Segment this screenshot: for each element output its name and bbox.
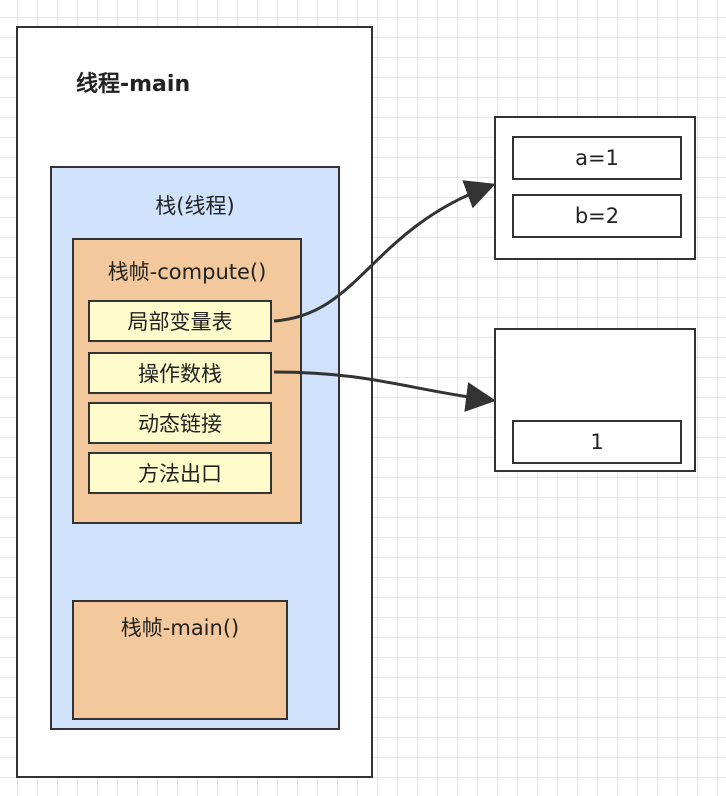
stack-title: 栈(线程) — [155, 194, 235, 218]
thread-title: 线程-main — [76, 72, 191, 97]
dynamic-linking-slot: 动态链接 — [88, 402, 272, 444]
return-address-slot: 方法出口 — [88, 452, 272, 494]
local-variable-table-slot: 局部变量表 — [88, 300, 272, 342]
stack-frame-main-title: 栈帧-main() — [120, 616, 240, 640]
variable-cell-a: a=1 — [512, 136, 682, 180]
operand-stack-slot: 操作数栈 — [88, 352, 272, 394]
stack-frame-compute-title: 栈帧-compute() — [107, 260, 267, 284]
variable-cell-b: b=2 — [512, 194, 682, 238]
operand-cell: 1 — [512, 420, 682, 464]
stack-frame-main — [72, 600, 288, 720]
